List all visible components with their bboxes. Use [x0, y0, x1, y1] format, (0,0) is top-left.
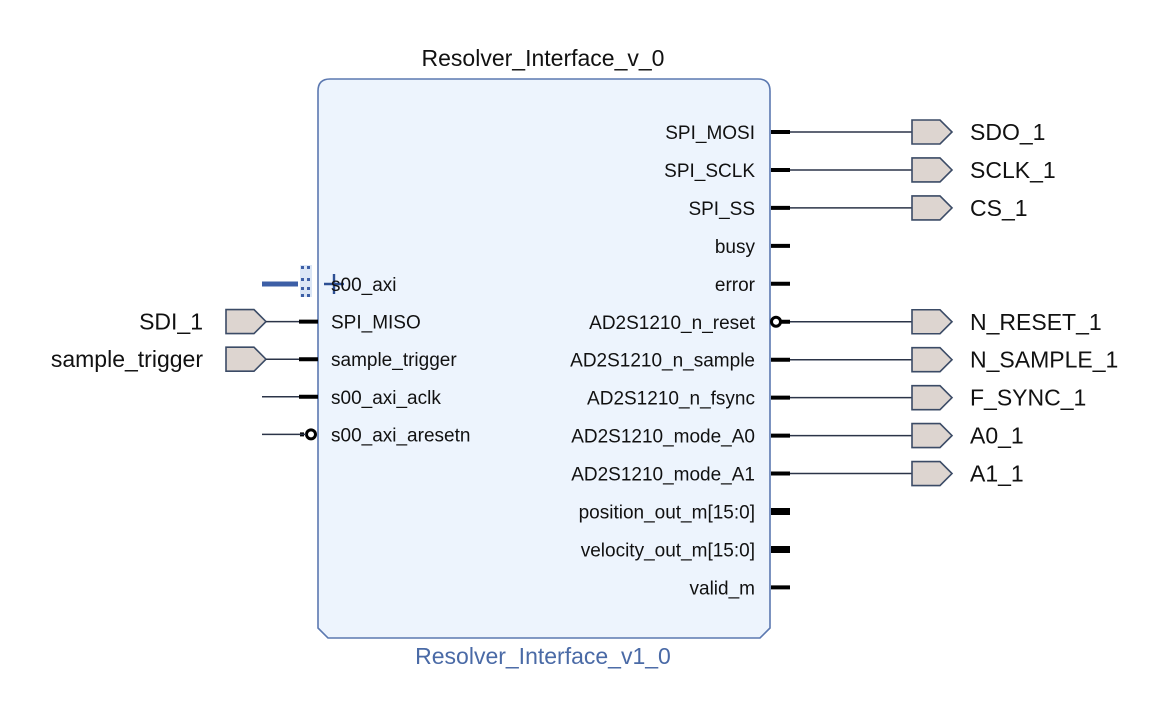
port-shape [911, 119, 954, 145]
output-port-n-sample-1[interactable]: N_SAMPLE_1 [790, 347, 1118, 373]
port-label: SDO_1 [970, 119, 1045, 145]
port-shape [225, 346, 268, 372]
pin-ad2s1210-mode-a0[interactable]: AD2S1210_mode_A0 [571, 427, 790, 448]
inversion-bubble-icon [305, 428, 317, 441]
pin-spi-sclk[interactable]: SPI_SCLK [664, 161, 790, 182]
pin-label: s00_axi_aclk [331, 388, 441, 409]
output-port-a1-1[interactable]: A1_1 [790, 461, 1024, 487]
pin-error[interactable]: error [715, 275, 790, 296]
pin-label: SPI_SS [688, 199, 755, 220]
pin-spi-mosi[interactable]: SPI_MOSI [665, 123, 790, 144]
pin-s00-axi-aclk[interactable]: s00_axi_aclk [299, 388, 441, 409]
pin-position-out-m-15-0[interactable]: position_out_m[15:0] [579, 503, 790, 524]
bus-connector-dots [301, 266, 310, 297]
output-port-sclk-1[interactable]: SCLK_1 [790, 157, 1056, 183]
port-label: N_SAMPLE_1 [970, 347, 1118, 373]
output-port-a0-1[interactable]: A0_1 [790, 423, 1024, 449]
port-shape [911, 346, 954, 373]
ip-name: Resolver_Interface_v1_0 [415, 643, 671, 669]
port-label: SCLK_1 [970, 157, 1056, 183]
pin-s00-axi[interactable]: s00_axi [331, 275, 397, 296]
pin-label: sample_trigger [331, 350, 457, 371]
pin-spi-ss[interactable]: SPI_SS [688, 199, 790, 220]
output-port-f-sync-1[interactable]: F_SYNC_1 [790, 385, 1086, 411]
pin-label: AD2S1210_mode_A0 [571, 427, 755, 448]
pin-label: AD2S1210_n_fsync [587, 389, 755, 410]
input-port-sample-trigger[interactable]: sample_trigger [51, 346, 299, 372]
output-port-cs-1[interactable]: CS_1 [790, 195, 1028, 221]
port-shape [911, 460, 954, 487]
port-label: CS_1 [970, 195, 1028, 221]
port-shape [911, 195, 954, 221]
pin-label: AD2S1210_n_reset [589, 313, 756, 334]
pin-label: s00_axi_aresetn [331, 425, 470, 446]
inversion-bubble-icon [770, 315, 782, 328]
pin-label: s00_axi [331, 275, 397, 296]
pin-ad2s1210-mode-a1[interactable]: AD2S1210_mode_A1 [571, 465, 790, 486]
output-port-n-reset-1[interactable]: N_RESET_1 [790, 309, 1102, 335]
port-label: sample_trigger [51, 346, 203, 372]
pin-label: SPI_MISO [331, 313, 421, 334]
pin-label: position_out_m[15:0] [579, 503, 755, 524]
pin-ad2s1210-n-fsync[interactable]: AD2S1210_n_fsync [587, 389, 790, 410]
pin-valid-m[interactable]: valid_m [690, 578, 790, 599]
pin-ad2s1210-n-sample[interactable]: AD2S1210_n_sample [570, 351, 790, 372]
output-port-sdo-1[interactable]: SDO_1 [790, 119, 1045, 145]
pin-label: AD2S1210_n_sample [570, 351, 755, 372]
port-label: N_RESET_1 [970, 309, 1102, 335]
port-label: A0_1 [970, 423, 1024, 449]
pin-label: SPI_SCLK [664, 161, 755, 182]
pin-label: valid_m [690, 578, 755, 599]
port-label: F_SYNC_1 [970, 385, 1086, 411]
pin-spi-miso[interactable]: SPI_MISO [299, 313, 421, 334]
pin-label: error [715, 275, 756, 296]
port-label: A1_1 [970, 461, 1024, 487]
block-instance-name: Resolver_Interface_v_0 [422, 45, 665, 71]
input-port-sdi-1[interactable]: SDI_1 [139, 309, 299, 335]
pin-velocity-out-m-15-0[interactable]: velocity_out_m[15:0] [581, 540, 790, 561]
port-shape [911, 384, 954, 411]
pin-label: velocity_out_m[15:0] [581, 540, 755, 561]
port-shape [911, 157, 954, 183]
pin-ad2s1210-n-reset[interactable]: AD2S1210_n_reset [589, 313, 790, 334]
port-shape [911, 422, 954, 449]
pin-busy[interactable]: busy [715, 237, 790, 258]
port-shape [225, 308, 268, 335]
pin-sample-trigger[interactable]: sample_trigger [299, 350, 457, 371]
expand-plus-icon[interactable] [324, 274, 344, 294]
pin-label: busy [715, 237, 756, 258]
pin-label: AD2S1210_mode_A1 [571, 465, 755, 486]
ip-block[interactable] [317, 78, 771, 639]
pin-label: SPI_MOSI [665, 123, 755, 144]
port-label: SDI_1 [139, 309, 203, 335]
s00-axi-bus-interface[interactable] [262, 265, 344, 297]
port-shape [911, 308, 954, 335]
pin-s00-axi-aresetn[interactable]: s00_axi_aresetn [300, 425, 470, 446]
